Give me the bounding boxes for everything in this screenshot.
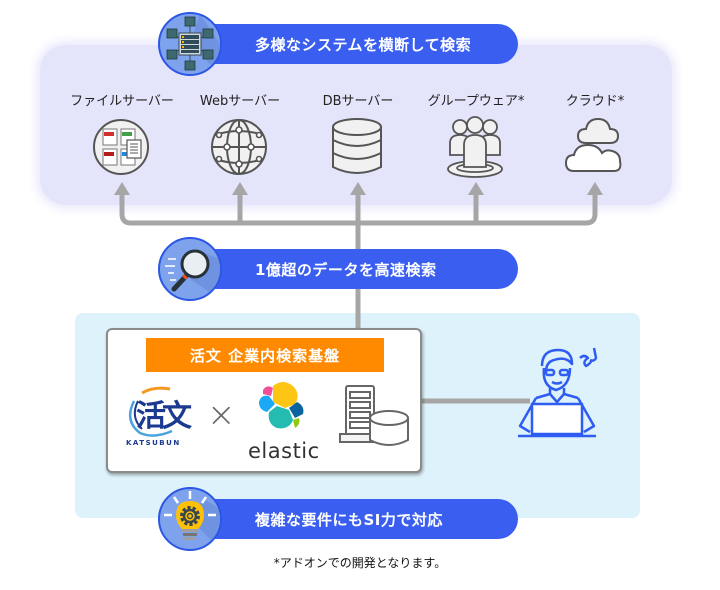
lightbulb-gear-icon xyxy=(158,487,222,551)
katsubun-swoosh-icon xyxy=(128,386,173,437)
source-label-file-server: ファイルサーバー xyxy=(70,94,174,109)
user-laptop-icon xyxy=(518,347,598,438)
cloud-icon xyxy=(564,117,622,172)
source-label-web-server: Webサーバー xyxy=(199,94,281,109)
times-symbol: × xyxy=(207,395,236,435)
arrow-web-server xyxy=(232,182,248,195)
katsubun-mark: 活文 xyxy=(136,399,192,434)
source-label-cloud: クラウド* xyxy=(565,94,625,109)
arrow-file-server xyxy=(114,182,130,195)
search-pill: 1億超のデータを高速検索 xyxy=(175,249,518,289)
si-pill-text: 複雑な要件にもSI力で対応 xyxy=(255,510,443,529)
arrow-groupware xyxy=(468,182,484,195)
group-users-icon xyxy=(447,116,503,178)
arrow-cloud xyxy=(587,182,603,195)
elastic-wordmark: elastic xyxy=(248,439,320,463)
elastic-logo-icon xyxy=(259,382,304,429)
server-network-icon xyxy=(158,12,222,76)
header-pill-text: 多様なシステムを横断して検索 xyxy=(255,35,472,54)
si-pill: 複雑な要件にもSI力で対応 xyxy=(175,499,518,539)
header-pill: 多様なシステムを横断して検索 xyxy=(175,24,518,64)
server-database-icon xyxy=(339,385,409,446)
search-pill-text: 1億超のデータを高速検索 xyxy=(255,260,437,279)
magnifier-icon xyxy=(158,237,222,301)
globe-network-icon xyxy=(211,119,267,175)
arrow-db-server xyxy=(350,182,366,195)
database-icon xyxy=(332,118,382,174)
katsubun-logo: 活文 KATSUBUN xyxy=(120,383,200,453)
platform-title: 活文 企業内検索基盤 xyxy=(146,338,384,372)
file-server-icon xyxy=(93,119,149,175)
source-label-groupware: グループウェア* xyxy=(427,94,525,109)
source-label-db-server: DBサーバー xyxy=(322,94,394,109)
footnote: *アドオンでの開発となります。 xyxy=(273,556,447,570)
katsubun-wordmark: KATSUBUN xyxy=(126,439,181,447)
